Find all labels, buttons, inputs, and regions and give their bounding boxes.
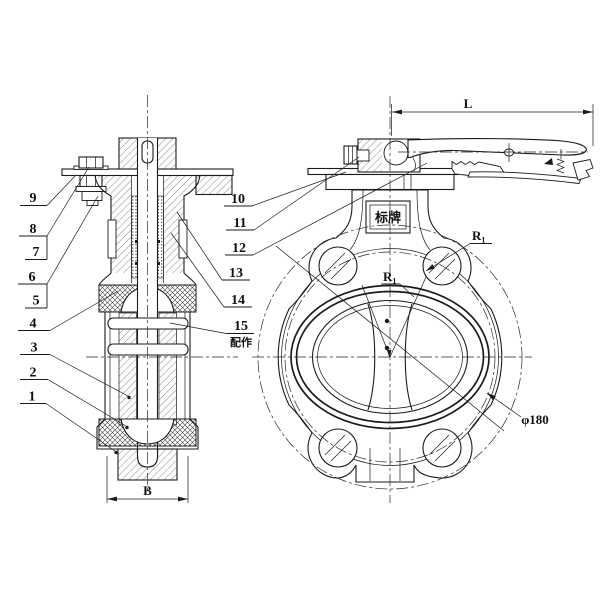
dim-L-label: L	[464, 96, 473, 111]
flange-ref-circle	[257, 224, 523, 490]
svg-text:R1: R1	[472, 228, 485, 245]
radius-label-outer: R1	[425, 228, 492, 272]
stem-ball	[383, 140, 409, 166]
body-mid	[104, 312, 191, 426]
nameplate-text: 标牌	[374, 210, 401, 225]
handle-bolt	[343, 145, 358, 165]
callout-7: 7	[33, 245, 40, 260]
callout-14: 14	[231, 293, 245, 308]
disc-hub	[158, 312, 177, 426]
latch-spring	[556, 158, 565, 174]
top-neck	[349, 189, 431, 251]
dimension-L: L	[391, 96, 594, 146]
radius-label-inner: R1	[381, 269, 415, 298]
plate-bracket	[195, 174, 233, 196]
callout-5: 5	[33, 294, 40, 309]
pin-hole-dot	[384, 318, 390, 324]
section-view: B	[61, 95, 238, 503]
callout-10: 10	[231, 192, 245, 207]
trigger-hook	[572, 158, 594, 181]
bolt-circle	[284, 251, 496, 463]
section-line	[275, 245, 505, 432]
radius-lines	[361, 276, 427, 358]
trigger-lever	[467, 171, 582, 184]
callout-6: 6	[29, 270, 36, 285]
neck-bushing	[178, 219, 188, 259]
bolt-circle-dimension: φ180	[486, 392, 549, 427]
callout-8: 8	[30, 222, 37, 237]
nameplate: 标牌	[365, 200, 411, 234]
taper-pin	[107, 343, 189, 356]
callout-15: 15	[234, 319, 248, 334]
callout-2: 2	[30, 366, 37, 381]
callout-11: 11	[233, 216, 246, 231]
callout-9: 9	[30, 191, 37, 206]
dia-label: φ180	[521, 412, 549, 427]
dimension-B: B	[106, 456, 189, 503]
front-view: 标牌	[252, 96, 594, 503]
bottom-neck	[369, 448, 401, 481]
stem-packing	[131, 195, 138, 279]
svg-text:R1: R1	[383, 269, 396, 286]
taper-pin	[107, 317, 189, 330]
lever-handle	[398, 138, 588, 162]
trigger-arrow	[544, 158, 553, 165]
callout-4: 4	[30, 317, 37, 332]
stem-packing	[157, 195, 164, 279]
callout-13: 13	[229, 266, 243, 281]
dim-B-label: B	[143, 483, 152, 498]
disc-hub	[118, 312, 137, 426]
fit-note: 配作	[230, 335, 252, 349]
callout-3: 3	[31, 341, 38, 356]
callouts-right: 10 11 12 13 14 15 配作	[169, 156, 428, 349]
callout-12: 12	[232, 241, 246, 256]
callouts-left: 9 8 7 6 5 4 3 2 1	[18, 166, 131, 455]
latch-mechanism	[451, 149, 594, 184]
neck-bushing	[107, 219, 117, 259]
callout-1: 1	[29, 390, 36, 405]
